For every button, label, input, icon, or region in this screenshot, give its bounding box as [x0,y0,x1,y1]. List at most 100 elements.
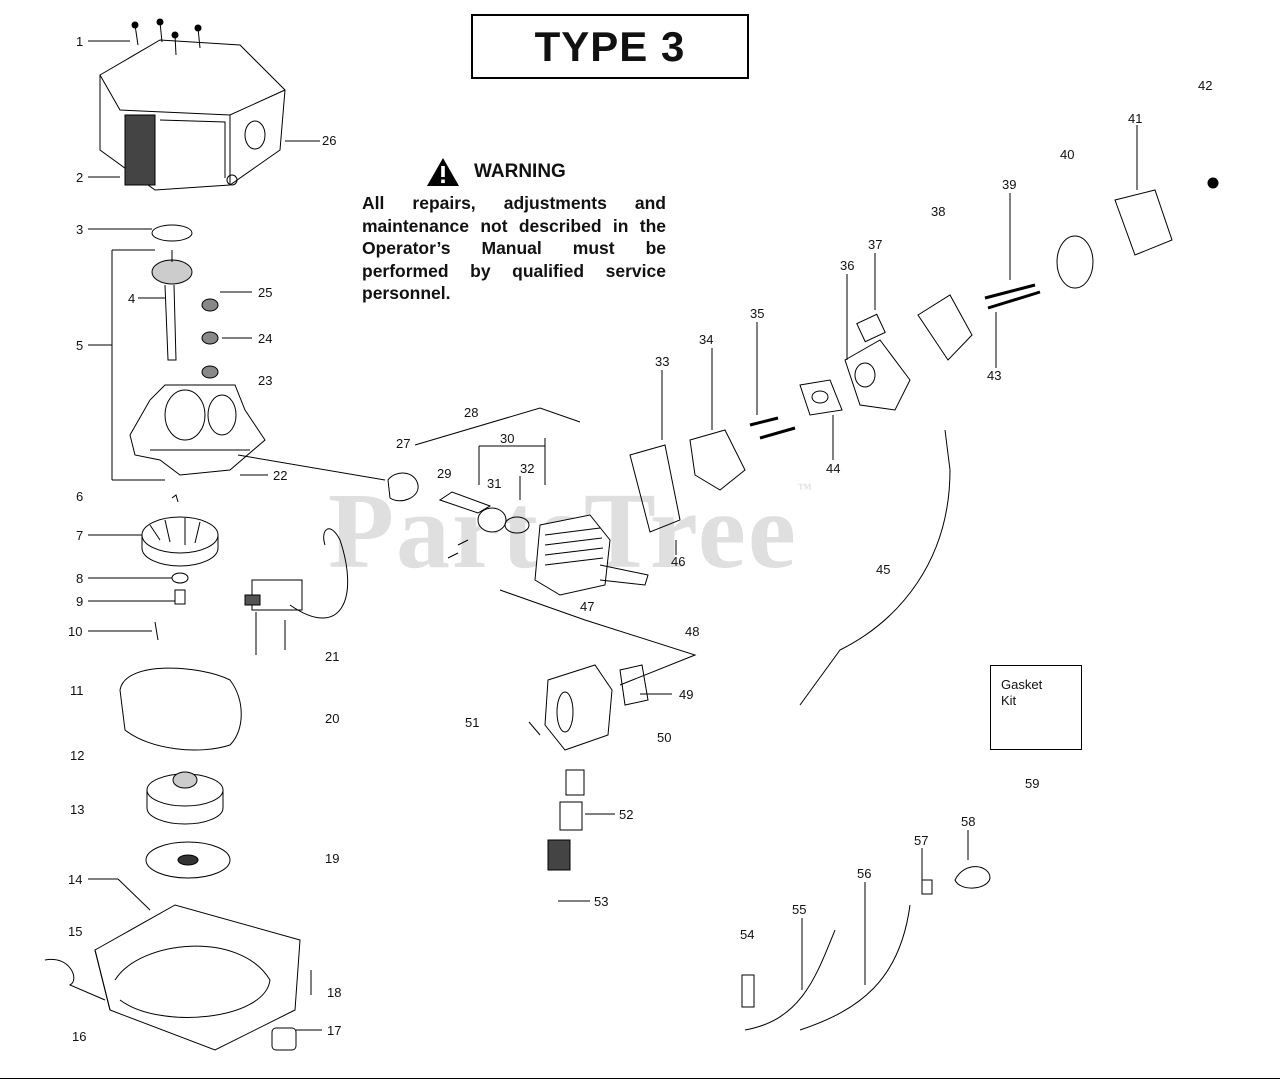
part-label-37: 37 [868,237,882,252]
washer-25 [201,298,219,312]
part-label-2: 2 [76,170,83,185]
fitting-57 [921,879,933,895]
cylinder [534,514,649,596]
part-label-32: 32 [520,461,534,476]
spacer [174,589,186,605]
part-label-48: 48 [685,624,699,639]
shroud-screws [131,18,202,56]
watermark-trademark: ™ [797,482,814,497]
gasket-kit-line-1: Gasket [1001,677,1043,692]
starter-handle [44,958,106,1001]
part-label-42: 42 [1198,78,1212,93]
housing-gasket [119,667,242,751]
part-label-17: 17 [327,1023,341,1038]
leader-lines [88,40,1138,1031]
gasket-kit-line-2: Kit [1001,693,1017,708]
part-drawings [44,18,1219,1051]
air-filter-cover [1114,189,1173,256]
part-label-7: 7 [76,528,83,543]
part-label-11: 11 [70,683,84,698]
part-label-33: 33 [655,354,669,369]
part-label-8: 8 [76,571,83,586]
bolt-39a [984,283,1036,300]
screw-35a [749,416,779,427]
ignition-module [244,528,349,655]
bolt-39b [987,290,1041,310]
screw-35b [759,426,796,440]
diagram-title: TYPE 3 [471,14,749,79]
screen-c [547,839,571,871]
part-label-55: 55 [792,902,806,917]
part-label-46: 46 [671,554,685,569]
fuel-line-56 [799,904,911,1031]
nut-23 [201,365,219,379]
part-label-44: 44 [826,461,840,476]
part-label-31: 31 [487,476,501,491]
piston-assembly [438,491,530,559]
spring-center [177,854,199,866]
part-label-49: 49 [679,687,693,702]
part-label-35: 35 [750,306,764,321]
part-label-4: 4 [128,291,135,306]
part-label-16: 16 [72,1029,86,1044]
part-label-47: 47 [580,599,594,614]
part-label-39: 39 [1002,177,1016,192]
crankcase [129,384,266,476]
part-label-50: 50 [657,730,671,745]
throttle-cable [799,429,951,706]
part-label-25: 25 [258,285,272,300]
starter-pulley [146,771,224,825]
gasket-27 [387,472,419,502]
part-label-19: 19 [325,851,339,866]
part-label-53: 53 [594,894,608,909]
fuel-filter [741,974,755,1008]
part-label-1: 1 [76,34,83,49]
warning-heading: WARNING [426,156,566,188]
part-label-29: 29 [437,466,451,481]
part-label-41: 41 [1128,111,1142,126]
washer-24 [201,331,219,345]
part-label-3: 3 [76,222,83,237]
warning-text: All repairs, adjustments and maintenance… [362,193,666,303]
part-label-45: 45 [876,562,890,577]
cover-knob [1207,177,1219,189]
primer-58 [954,866,991,889]
carb-gasket [799,379,843,416]
part-label-28: 28 [464,405,478,420]
warning-triangle-icon [427,158,459,186]
part-label-51: 51 [465,715,479,730]
part-label-54: 54 [740,927,754,942]
part-number-labels: 1 2 3 4 5 6 7 8 9 10 11 12 13 14 15 16 1… [68,34,1212,1044]
o-ring [151,224,193,242]
part-label-22: 22 [273,468,287,483]
air-filter-base [917,294,973,361]
screen-a [565,769,585,796]
part-label-58: 58 [961,814,975,829]
warning-label: WARNING [474,161,566,182]
intake-adaptor [689,429,746,491]
part-label-12: 12 [70,748,84,763]
part-label-27: 27 [396,436,410,451]
part-label-5: 5 [76,338,83,353]
part-label-18: 18 [327,985,341,1000]
part-label-38: 38 [931,204,945,219]
part-label-24: 24 [258,331,272,346]
carburetor [844,313,911,411]
part-label-40: 40 [1060,147,1074,162]
part-label-10: 10 [68,624,82,639]
part-label-36: 36 [840,258,854,273]
screen-b [559,801,583,831]
carb-gasket-hole [811,390,829,404]
part-label-56: 56 [857,866,871,881]
muffler [544,664,613,751]
part-label-14: 14 [68,872,82,887]
part-label-21: 21 [325,649,339,664]
gasket-kit-box: Gasket Kit [990,665,1082,750]
part-label-59: 59 [1025,776,1039,791]
plug-17 [271,1027,297,1051]
recoil-spring [145,841,231,879]
muffler-gasket [619,664,649,706]
part-label-20: 20 [325,711,339,726]
part-label-52: 52 [619,807,633,822]
part-label-23: 23 [258,373,272,388]
